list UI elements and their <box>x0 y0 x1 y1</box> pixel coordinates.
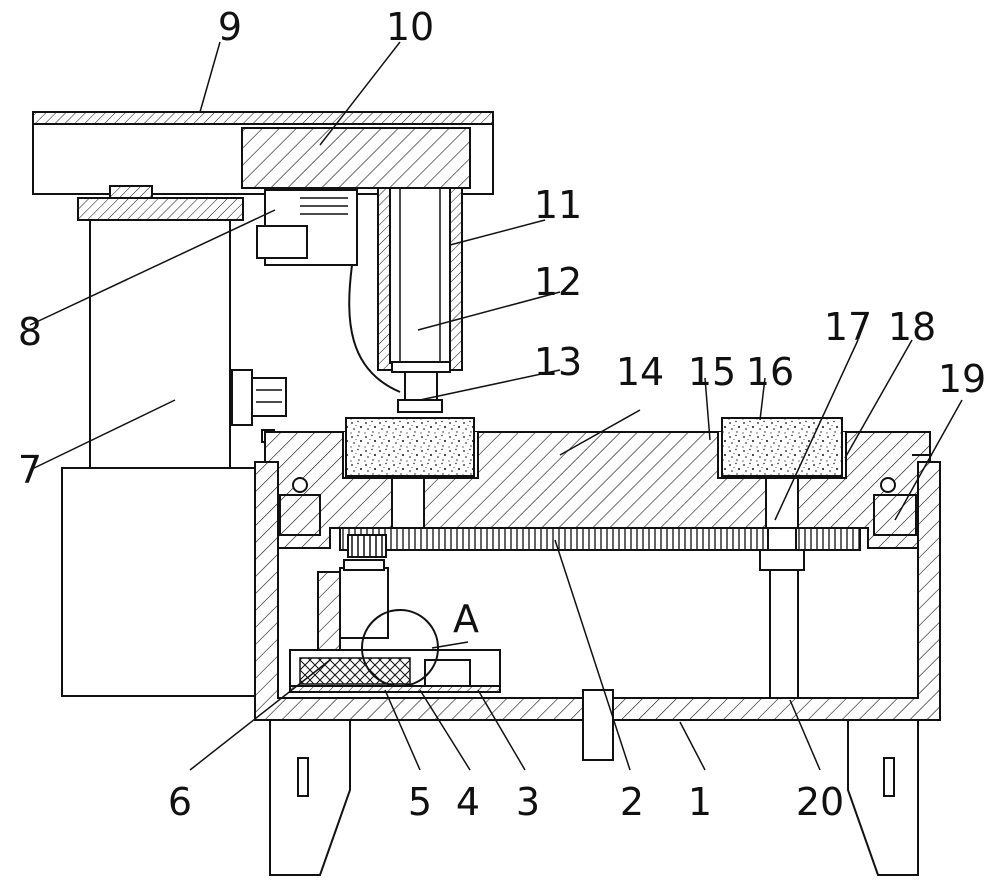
label-17: 17 <box>824 305 872 349</box>
rack-gear <box>339 527 861 558</box>
top-beam <box>32 111 494 195</box>
label-2: 2 <box>620 780 644 824</box>
label-7: 7 <box>18 448 42 492</box>
label-6: 6 <box>168 780 192 824</box>
drive-motor <box>289 559 614 761</box>
workpiece-left <box>345 417 475 477</box>
housing <box>254 454 941 721</box>
worktable <box>264 417 931 549</box>
label-14: 14 <box>616 350 664 394</box>
label-13: 13 <box>534 340 582 384</box>
label-20: 20 <box>796 780 844 824</box>
label-1: 1 <box>688 780 712 824</box>
label-5: 5 <box>408 780 432 824</box>
label-11: 11 <box>534 183 582 227</box>
label-4: 4 <box>456 780 480 824</box>
detail-circle <box>361 609 439 687</box>
label-12: 12 <box>534 260 582 304</box>
lift-column <box>759 527 805 699</box>
legs <box>269 720 919 876</box>
base-cabinet <box>61 467 258 697</box>
drive-block <box>241 127 471 189</box>
label-19: 19 <box>938 357 986 401</box>
label-3: 3 <box>516 780 540 824</box>
label-detail-a: A <box>453 597 479 641</box>
label-16: 16 <box>746 350 794 394</box>
label-9: 9 <box>218 5 242 49</box>
controller-unit <box>256 189 401 393</box>
cylinder-assembly <box>377 187 463 413</box>
leader-lines <box>29 41 963 771</box>
label-15: 15 <box>688 350 736 394</box>
label-8: 8 <box>18 310 42 354</box>
label-18: 18 <box>888 305 936 349</box>
workpiece-right <box>721 417 843 477</box>
column <box>61 185 287 697</box>
part-labels: 9 10 11 12 13 14 15 16 17 18 19 8 7 6 5 … <box>18 5 986 824</box>
label-10: 10 <box>386 5 434 49</box>
